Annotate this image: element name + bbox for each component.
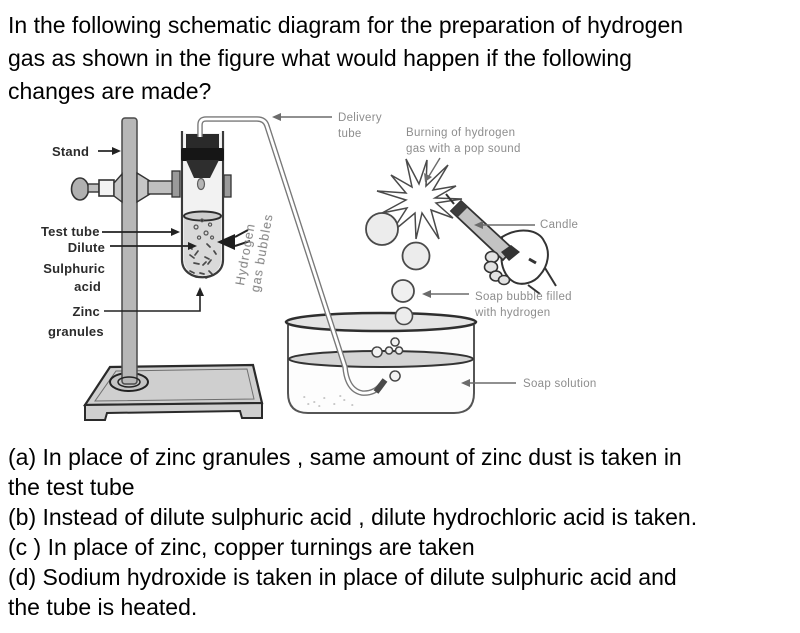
clamp-jaw-left bbox=[171, 170, 181, 198]
burning-label-line2: gas with a pop sound bbox=[406, 143, 521, 155]
question-line: changes are made? bbox=[8, 78, 212, 104]
delivery-tube bbox=[197, 116, 388, 396]
test-tube-label: Test tube bbox=[41, 224, 100, 239]
soap-bubble-label-line2: with hydrogen bbox=[474, 307, 551, 319]
candle-holder-cap bbox=[501, 245, 520, 261]
option-line: the test tube bbox=[8, 474, 135, 500]
trough-floor-speckle bbox=[303, 395, 354, 407]
clamp-boss-left bbox=[113, 172, 123, 204]
stand-arrowhead bbox=[112, 147, 121, 155]
stand-base-foot bbox=[84, 401, 263, 421]
cork-flange bbox=[181, 148, 224, 161]
zinc-label-line1: Zinc bbox=[72, 304, 100, 319]
trough bbox=[284, 306, 478, 414]
candle-wick bbox=[445, 193, 455, 205]
burning-label-line1: Burning of hydrogen bbox=[406, 127, 515, 139]
soap-solution-arrowhead bbox=[461, 379, 470, 387]
soap-bubble-large bbox=[365, 212, 399, 246]
soap-solution-label: Soap solution bbox=[523, 378, 597, 390]
clamp-arm bbox=[147, 180, 175, 195]
acid-arrowhead bbox=[188, 242, 197, 250]
option-line: (a) In place of zinc granules , same amo… bbox=[8, 444, 682, 470]
acid-label-line1: Dilute bbox=[68, 240, 105, 255]
acid-surface bbox=[183, 210, 222, 222]
question-line: gas as shown in the figure what would ha… bbox=[8, 45, 632, 71]
hydrogen-arrow-tails bbox=[234, 229, 251, 247]
clamp-knob bbox=[70, 177, 90, 201]
acid-label-line2: Sulphuric bbox=[43, 261, 105, 276]
gas-bubbles-in-tube bbox=[193, 218, 215, 240]
bubbles-in-solution bbox=[371, 337, 404, 382]
stand-base-hole bbox=[117, 376, 141, 388]
soap-bubbles-rising bbox=[365, 212, 431, 303]
pop-burst-icon bbox=[376, 158, 463, 240]
option-line: the tube is heated. bbox=[8, 594, 198, 620]
cork-top bbox=[186, 134, 219, 150]
hand-crease bbox=[528, 257, 537, 265]
test-tube bbox=[180, 131, 225, 279]
clamp-jaw-right bbox=[223, 174, 232, 198]
question-line: In the following schematic diagram for t… bbox=[8, 12, 684, 38]
burning-arrowhead bbox=[424, 173, 432, 182]
candle-arrowhead bbox=[474, 221, 483, 229]
burning-arrow-line bbox=[428, 157, 441, 177]
left-labels: Stand Test tube Dilute Sulphuric acid Zi… bbox=[41, 144, 204, 339]
delivery-tube-label-line1: Delivery bbox=[338, 112, 382, 124]
finger-4 bbox=[497, 274, 511, 286]
cork-taper bbox=[186, 160, 219, 178]
hydrogen-arrowhead bbox=[217, 234, 235, 250]
right-labels: Delivery tube Burning of hydrogen gas wi… bbox=[272, 112, 597, 390]
hydrogen-gas-label: Hydrogen gas bubbles bbox=[217, 212, 276, 293]
candle-label: Candle bbox=[540, 219, 578, 231]
soap-bubble-arrowhead bbox=[422, 290, 431, 298]
candle-and-hand bbox=[445, 193, 557, 295]
stand-rod bbox=[121, 117, 138, 385]
zinc-arrowhead bbox=[196, 287, 204, 296]
clamp-stem bbox=[87, 183, 100, 193]
cork-drop bbox=[196, 177, 206, 191]
option-line: (b) Instead of dilute sulphuric acid , d… bbox=[8, 504, 698, 530]
zinc-label-line2: granules bbox=[48, 324, 104, 339]
clamp bbox=[70, 170, 232, 204]
hand-palm bbox=[500, 229, 549, 285]
wrist-lines bbox=[527, 267, 557, 295]
bubble-on-rim bbox=[394, 306, 414, 326]
hydrogen-preparation-schematic: Stand Test tube Dilute Sulphuric acid Zi… bbox=[41, 112, 597, 421]
option-line: (c ) In place of zinc, copper turnings a… bbox=[8, 534, 475, 560]
option-line: (d) Sodium hydroxide is taken in place o… bbox=[8, 564, 677, 590]
trough-body bbox=[287, 325, 475, 414]
apparatus-diagram: Stand Test tube Dilute Sulphuric acid Zi… bbox=[40, 105, 660, 440]
delivery-tube-label-line2: tube bbox=[338, 128, 362, 140]
zinc-arrow-line bbox=[104, 295, 201, 312]
acid-label-line3: acid bbox=[74, 279, 101, 294]
test-tube-glass bbox=[180, 131, 225, 279]
soap-bubble-small bbox=[391, 279, 415, 303]
soap-bubble-label-line1: Soap bubble filled bbox=[475, 291, 572, 303]
test-tube-arrowhead bbox=[171, 228, 180, 236]
question-intro: In the following schematic diagram for t… bbox=[8, 9, 798, 108]
stand-base-inner-line bbox=[94, 368, 255, 402]
delivery-arrowhead bbox=[272, 113, 281, 121]
candle-top-band bbox=[451, 201, 468, 217]
delivery-tube-mouth bbox=[373, 378, 388, 394]
stand-label: Stand bbox=[52, 144, 89, 159]
delivery-tube-inner bbox=[198, 117, 383, 395]
soap-bubble-medium bbox=[401, 241, 431, 271]
question-options: (a) In place of zinc granules , same amo… bbox=[8, 442, 798, 622]
acid-liquid bbox=[184, 216, 221, 276]
clamp-screw-block bbox=[98, 179, 115, 197]
trough-rim bbox=[284, 311, 478, 333]
retort-stand bbox=[82, 117, 264, 421]
